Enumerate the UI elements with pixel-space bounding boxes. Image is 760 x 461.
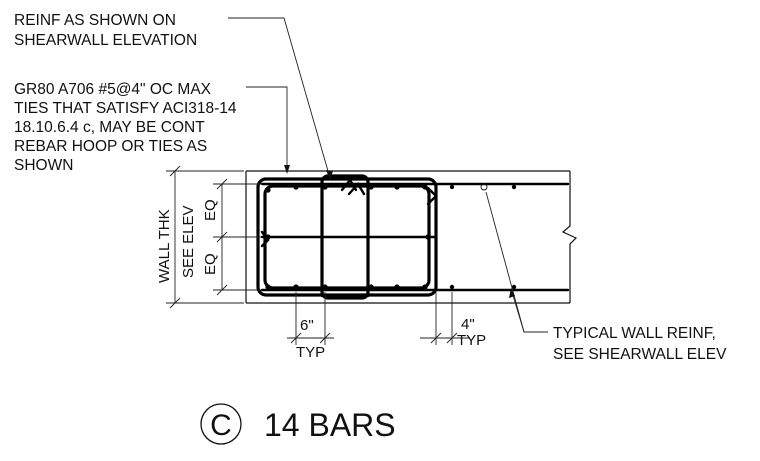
vertical-bar bbox=[394, 184, 400, 190]
typical-leader-2 bbox=[511, 291, 525, 333]
tick bbox=[290, 332, 302, 344]
left-dimensions: WALL THK SEE ELEV EQ EQ bbox=[156, 165, 262, 309]
see-elev-label: SEE ELEV bbox=[180, 205, 197, 278]
wall-vertical-bar bbox=[449, 184, 455, 190]
leader-lines bbox=[228, 17, 548, 333]
vertical-bar bbox=[265, 234, 271, 240]
vertical-bar bbox=[368, 184, 374, 190]
wall-vertical-bar bbox=[511, 184, 517, 190]
hook-top-2 bbox=[347, 181, 366, 196]
ties-note-line4: REBAR HOOP OR TIES AS bbox=[14, 138, 207, 155]
reinf-note-line1: REINF AS SHOWN ON bbox=[14, 12, 176, 29]
reinf-leader-arrow bbox=[326, 170, 333, 180]
ties-note-line2: TIES THAT SATISFY ACI318-14 bbox=[14, 100, 237, 117]
wall-vertical-bar bbox=[449, 284, 455, 290]
bottom-dimensions: 6" TYP 4" TYP bbox=[287, 292, 486, 361]
dim-6-label: 6" bbox=[300, 317, 314, 334]
dim-4-label: 4" bbox=[461, 316, 475, 333]
typical-leader bbox=[485, 191, 548, 333]
vertical-bar bbox=[322, 284, 328, 290]
vertical-bar bbox=[422, 284, 428, 290]
vertical-bar bbox=[293, 284, 299, 290]
dim-6-typ: TYP bbox=[296, 344, 325, 361]
hook-left bbox=[260, 230, 270, 248]
tick bbox=[216, 284, 228, 296]
reinf-leader bbox=[228, 17, 331, 179]
hook-right bbox=[426, 186, 438, 206]
dim-4-typ: TYP bbox=[457, 332, 486, 349]
detail-tag-circle bbox=[200, 403, 242, 445]
wall-reinf-bars bbox=[260, 182, 570, 292]
tick bbox=[430, 332, 442, 344]
tick bbox=[446, 332, 458, 344]
wall-vertical-bar-open bbox=[480, 183, 488, 191]
ties-leader-arrow bbox=[284, 165, 290, 174]
ties-leader bbox=[246, 86, 288, 170]
vertical-bars bbox=[265, 183, 517, 290]
reinf-note-line2: SHEARWALL ELEVATION bbox=[14, 32, 197, 49]
wall-vertical-bar bbox=[511, 284, 517, 290]
vertical-bar bbox=[368, 284, 374, 290]
typical-leader-arrow bbox=[509, 288, 515, 298]
vertical-bar bbox=[422, 184, 428, 190]
ties-note-line1: GR80 A706 #5@4" OC MAX bbox=[14, 81, 212, 98]
detail-tag: C bbox=[210, 409, 232, 442]
detail-title: C 14 BARS bbox=[200, 403, 396, 445]
callout-notes: REINF AS SHOWN ON SHEARWALL ELEVATION GR… bbox=[14, 12, 727, 363]
vertical-bar bbox=[265, 284, 271, 290]
vertical-bar bbox=[265, 187, 271, 193]
typical-note-line1: TYPICAL WALL REINF, bbox=[553, 325, 716, 342]
eq-top-label: EQ bbox=[202, 199, 219, 221]
tick bbox=[216, 231, 228, 243]
vertical-bar bbox=[425, 234, 431, 240]
detail-title-text: 14 BARS bbox=[264, 407, 396, 443]
eq-bottom-label: EQ bbox=[202, 253, 219, 275]
vertical-bar bbox=[322, 184, 328, 190]
tick bbox=[216, 178, 228, 190]
typical-note-line2: SEE SHEARWALL ELEV bbox=[553, 346, 727, 363]
vertical-bar bbox=[394, 284, 400, 290]
tick bbox=[169, 297, 181, 309]
wall-thk-label: WALL THK bbox=[156, 209, 173, 283]
ties-note-line5: SHOWN bbox=[14, 157, 73, 174]
break-line bbox=[561, 171, 578, 303]
ties-note-line3: 18.10.6.4 c, MAY BE CONT bbox=[14, 119, 205, 136]
tick bbox=[319, 332, 331, 344]
tick bbox=[169, 165, 181, 177]
vertical-bar bbox=[293, 184, 299, 190]
